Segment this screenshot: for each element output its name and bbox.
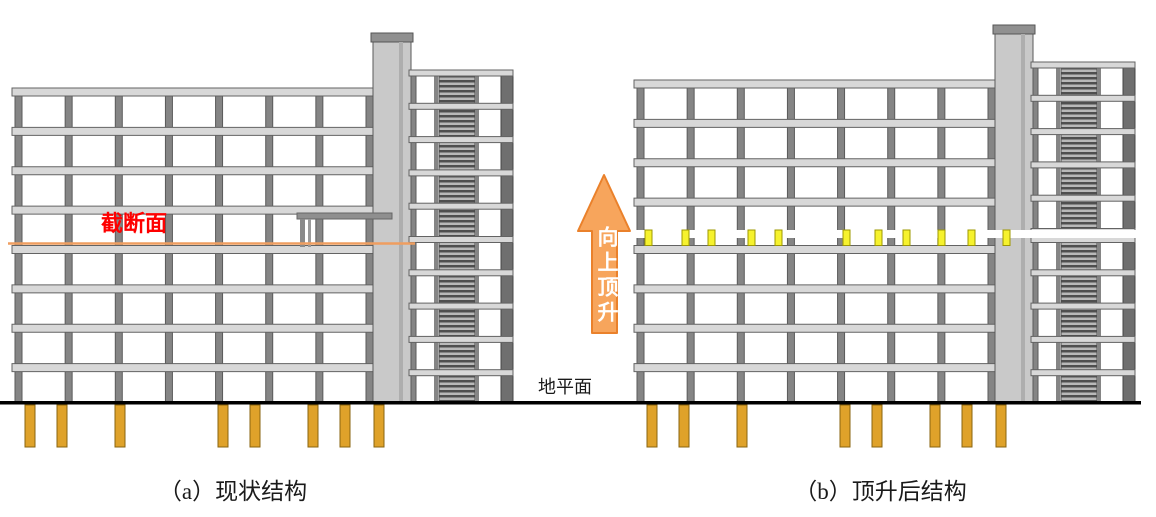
- cut-section-label: 截断面: [101, 211, 168, 236]
- building-a-balcony-detail: [296, 212, 393, 247]
- up-arrow: [577, 174, 631, 334]
- hydraulic-jacks: [644, 229, 1011, 246]
- ground-line: [0, 401, 1141, 405]
- jack-direction-label: 向上顶升: [595, 226, 619, 326]
- caption-b: （b）顶升后结构: [794, 479, 967, 504]
- caption-a: （a）现状结构: [158, 479, 308, 504]
- ground-plane-label: 地平面: [538, 377, 592, 397]
- building-a: [11, 32, 514, 448]
